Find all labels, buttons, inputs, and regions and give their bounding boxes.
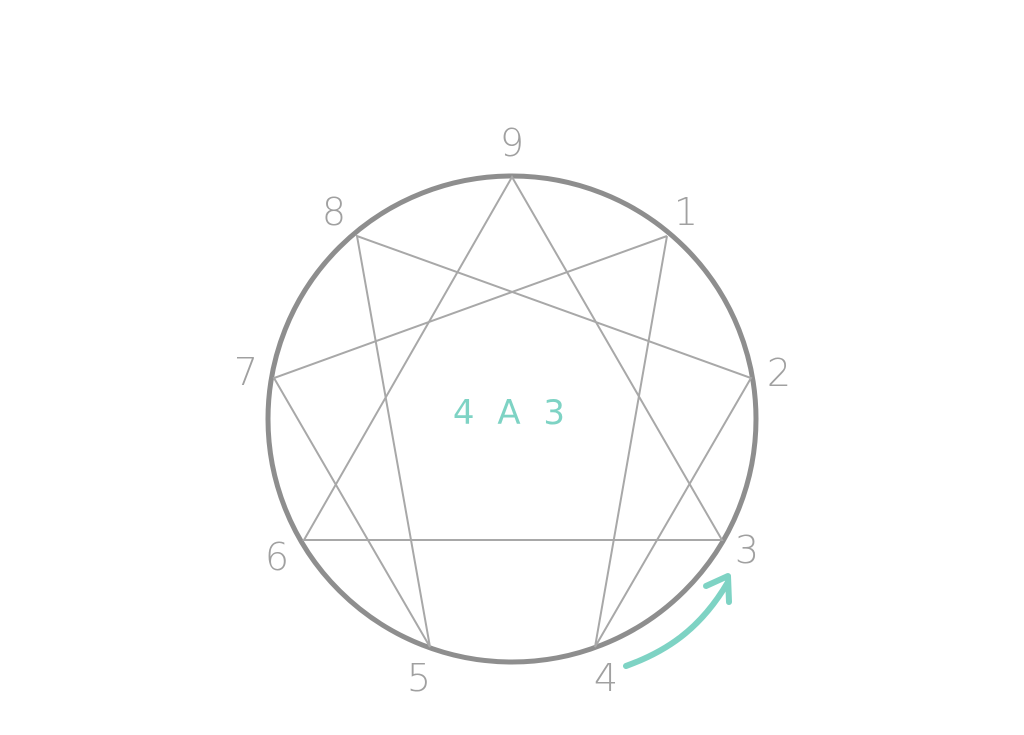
inner-triangle [302,174,724,541]
point-label-1: 1 [673,190,699,234]
point-label-4: 4 [593,656,619,700]
inner-hexad [272,234,753,648]
point-label-7: 7 [233,350,259,394]
point-label-9: 9 [499,121,525,165]
point-label-8: 8 [321,190,347,234]
point-label-5: 5 [406,656,432,700]
movement-arrow [623,579,731,669]
point-label-6: 6 [264,535,290,579]
movement-arrowhead [703,573,732,605]
point-label-3: 3 [734,528,760,572]
center-label: 4 A 3 [452,393,572,433]
point-label-2: 2 [766,351,792,395]
